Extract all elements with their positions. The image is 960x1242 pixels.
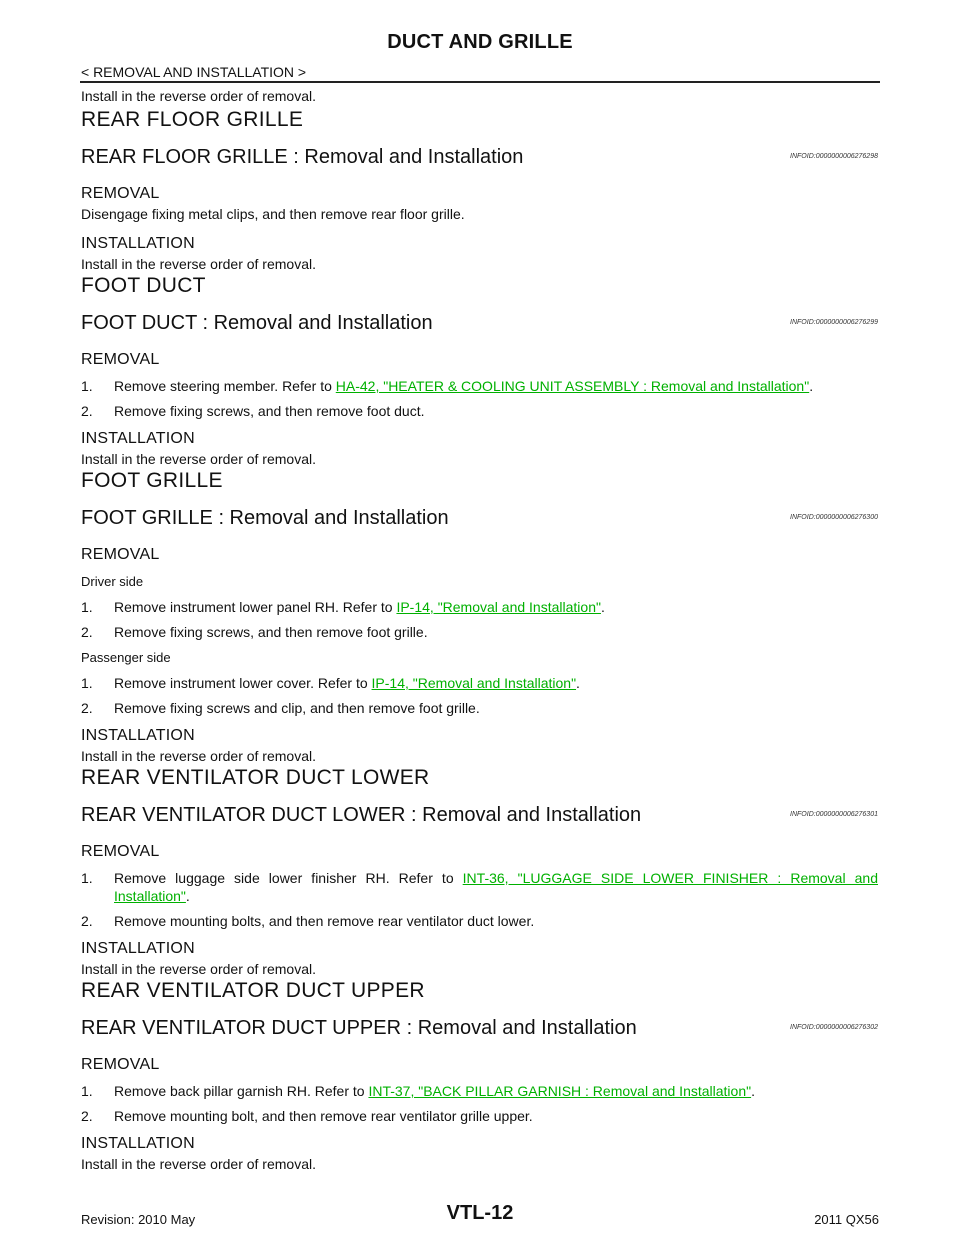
step-number: 1. xyxy=(81,870,93,886)
passenger-side-label: Passenger side xyxy=(81,650,171,665)
section-rear-ventilator-duct-upper: REAR VENTILATOR DUCT UPPER REAR VENTILAT… xyxy=(81,979,878,1173)
section-title: FOOT DUCT xyxy=(81,274,206,297)
removal-heading: REMOVAL xyxy=(81,546,160,563)
installation-heading: INSTALLATION xyxy=(81,940,195,957)
removal-heading: REMOVAL xyxy=(81,351,160,368)
subsection-title: REAR VENTILATOR DUCT LOWER : Removal and… xyxy=(81,804,642,826)
section-title: FOOT GRILLE xyxy=(81,469,223,492)
step-text: Remove mounting bolts, and then remove r… xyxy=(114,913,535,929)
installation-text: Install in the reverse order of removal. xyxy=(81,1156,316,1172)
info-id: INFOID:0000000006276301 xyxy=(790,811,878,818)
installation-text: Install in the reverse order of removal. xyxy=(81,748,316,764)
step-number: 1. xyxy=(81,675,93,691)
passenger-step-1: 1. Remove instrument lower cover. Refer … xyxy=(81,674,878,692)
subsection-header: FOOT GRILLE : Removal and Installation I… xyxy=(81,506,878,533)
installation-text: Install in the reverse order of removal. xyxy=(81,961,316,977)
step-text: Remove fixing screws, and then remove fo… xyxy=(114,624,428,640)
section-title: REAR FLOOR GRILLE xyxy=(81,108,304,131)
section-title: REAR VENTILATOR DUCT UPPER xyxy=(81,979,425,1002)
installation-heading: INSTALLATION xyxy=(81,727,195,744)
installation-heading: INSTALLATION xyxy=(81,235,195,252)
info-id: INFOID:0000000006276298 xyxy=(790,153,878,160)
subsection-title: REAR FLOOR GRILLE : Removal and Installa… xyxy=(81,146,524,168)
driver-side-label: Driver side xyxy=(81,574,144,589)
step-1: 1. Remove luggage side lower finisher RH… xyxy=(81,869,878,905)
installation-heading: INSTALLATION xyxy=(81,430,195,447)
header-divider xyxy=(80,81,880,83)
section-foot-duct: FOOT DUCT FOOT DUCT : Removal and Instal… xyxy=(81,274,878,468)
driver-step-2: 2. Remove fixing screws, and then remove… xyxy=(81,623,878,641)
step-number: 1. xyxy=(81,378,93,394)
installation-text: Install in the reverse order of removal. xyxy=(81,451,316,467)
subsection-title: FOOT DUCT : Removal and Installation xyxy=(81,312,433,334)
info-id: INFOID:0000000006276300 xyxy=(790,514,878,521)
reference-link[interactable]: INT-36, "LUGGAGE SIDE LOWER FINISHER : R… xyxy=(114,870,878,904)
info-id: INFOID:0000000006276299 xyxy=(790,319,878,326)
subsection-header: FOOT DUCT : Removal and Installation INF… xyxy=(81,311,878,338)
section-title: REAR VENTILATOR DUCT LOWER xyxy=(81,766,430,789)
removal-heading: REMOVAL xyxy=(81,843,160,860)
footer-revision: Revision: 2010 May xyxy=(81,1212,196,1227)
step-number: 2. xyxy=(81,403,93,419)
removal-heading: REMOVAL xyxy=(81,1056,160,1073)
step-number: 1. xyxy=(81,599,93,615)
subsection-header: REAR FLOOR GRILLE : Removal and Installa… xyxy=(81,145,878,172)
step-1: 1. Remove back pillar garnish RH. Refer … xyxy=(81,1082,878,1100)
reference-link[interactable]: IP-14, "Removal and Installation" xyxy=(396,599,601,615)
reference-link[interactable]: HA-42, "HEATER & COOLING UNIT ASSEMBLY :… xyxy=(335,378,810,394)
page-title: DUCT AND GRILLE xyxy=(387,31,573,53)
step-text: Remove fixing screws, and then remove fo… xyxy=(114,403,425,419)
step-number: 1. xyxy=(81,1083,93,1099)
passenger-step-2: 2. Remove fixing screws and clip, and th… xyxy=(81,699,878,717)
step-text: Remove fixing screws and clip, and then … xyxy=(114,700,480,716)
installation-text: Install in the reverse order of removal. xyxy=(81,256,316,272)
step-number: 2. xyxy=(81,913,93,929)
removal-heading: REMOVAL xyxy=(81,185,160,202)
reference-link[interactable]: INT-37, "BACK PILLAR GARNISH : Removal a… xyxy=(368,1083,752,1099)
section-rear-floor-grille: REAR FLOOR GRILLE REAR FLOOR GRILLE : Re… xyxy=(81,108,878,273)
step-number: 2. xyxy=(81,700,93,716)
step-text: Remove instrument lower cover. Refer to … xyxy=(114,675,580,691)
step-2: 2. Remove mounting bolts, and then remov… xyxy=(81,912,878,930)
step-number: 2. xyxy=(81,624,93,640)
step-text: Remove luggage side lower finisher RH. R… xyxy=(114,870,878,904)
document-body: Install in the reverse order of removal.… xyxy=(81,87,878,1173)
step-text: Remove steering member. Refer to HA-42, … xyxy=(114,378,814,394)
step-number: 2. xyxy=(81,1108,93,1124)
step-text: Remove instrument lower panel RH. Refer … xyxy=(114,599,605,615)
section-foot-grille: FOOT GRILLE FOOT GRILLE : Removal and In… xyxy=(81,469,878,765)
info-id: INFOID:0000000006276302 xyxy=(790,1024,878,1031)
step-2: 2. Remove mounting bolt, and then remove… xyxy=(81,1107,878,1125)
removal-text: Disengage fixing metal clips, and then r… xyxy=(81,206,465,222)
breadcrumb: < REMOVAL AND INSTALLATION > xyxy=(81,64,307,80)
footer-model: 2011 QX56 xyxy=(814,1212,879,1227)
reference-link[interactable]: IP-14, "Removal and Installation" xyxy=(371,675,577,691)
driver-step-1: 1. Remove instrument lower panel RH. Ref… xyxy=(81,598,878,616)
intro-text: Install in the reverse order of removal. xyxy=(81,88,316,104)
subsection-header: REAR VENTILATOR DUCT UPPER : Removal and… xyxy=(81,1016,878,1043)
section-rear-ventilator-duct-lower: REAR VENTILATOR DUCT LOWER REAR VENTILAT… xyxy=(81,766,878,978)
step-1: 1. Remove steering member. Refer to HA-4… xyxy=(81,377,878,395)
installation-heading: INSTALLATION xyxy=(81,1135,195,1152)
step-text: Remove mounting bolt, and then remove re… xyxy=(114,1108,533,1124)
subsection-title: REAR VENTILATOR DUCT UPPER : Removal and… xyxy=(81,1017,637,1039)
subsection-title: FOOT GRILLE : Removal and Installation xyxy=(81,507,449,529)
subsection-header: REAR VENTILATOR DUCT LOWER : Removal and… xyxy=(81,803,878,830)
footer-page-code: VTL-12 xyxy=(446,1202,514,1224)
step-2: 2. Remove fixing screws, and then remove… xyxy=(81,402,878,420)
step-text: Remove back pillar garnish RH. Refer to … xyxy=(114,1083,755,1099)
